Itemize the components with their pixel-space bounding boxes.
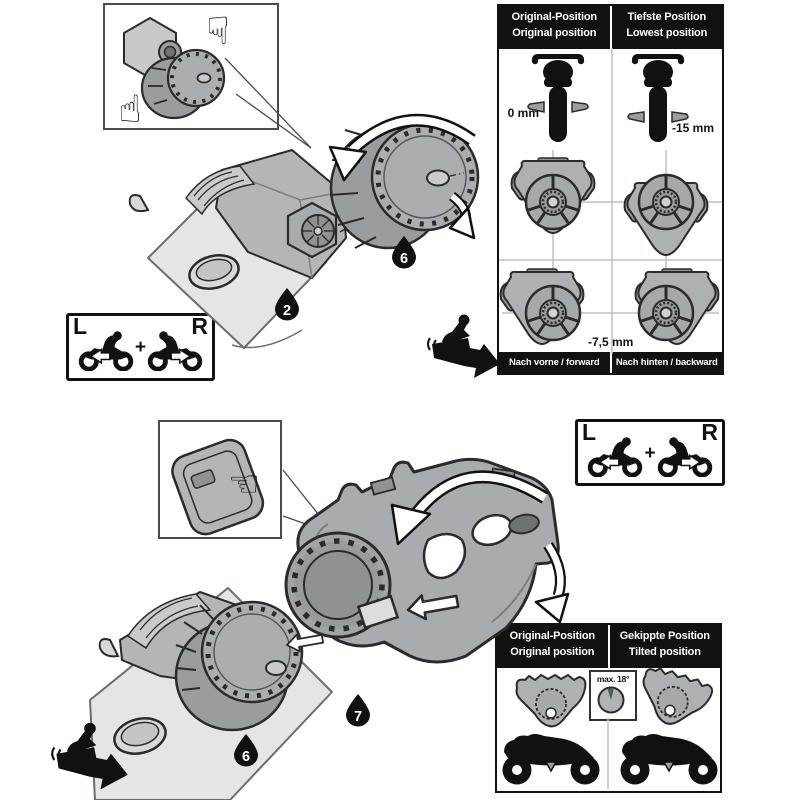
label-0mm: 0 mm <box>507 106 539 120</box>
part-badge-2: 2 <box>275 288 299 321</box>
svg-text:6: 6 <box>242 749 250 765</box>
plus-sign: + <box>134 337 147 358</box>
label-left-side: L <box>73 313 88 339</box>
label-right-side: R <box>191 313 208 339</box>
part-badge-6-bottom: 6 <box>234 734 258 767</box>
label-left-side: L <box>582 419 597 445</box>
height-table-body: 0 mm -15 mm -7,5 mm <box>499 49 722 352</box>
riding-position-arrow-icon <box>427 313 501 379</box>
footrest-arm-bottom-art <box>89 587 333 800</box>
height-position-table: Original-Position Original position Tief… <box>497 4 724 375</box>
left-right-box-tilt: L R + <box>575 419 725 486</box>
detail-inset-knob <box>103 3 279 130</box>
svg-text:7: 7 <box>354 709 362 725</box>
tilt-table-header: Original-Position Original position Geki… <box>497 625 720 668</box>
callout-lines-bottom <box>282 469 335 535</box>
plus-sign: + <box>644 442 656 464</box>
rotate-arrow-icon <box>328 113 476 240</box>
header-original-position: Original-Position Original position <box>499 6 612 49</box>
svg-text:6: 6 <box>400 251 408 267</box>
tilt-position-table: Original-Position Original position Geki… <box>495 623 722 793</box>
header-tilted-position: Gekippte Position Tilted position <box>619 630 710 658</box>
footer-backward: Nach hinten / backward <box>615 357 718 368</box>
label-minus-15mm: -15 mm <box>672 121 715 135</box>
part-badge-7: 7 <box>346 694 370 727</box>
height-table-header: Original-Position Original position Tief… <box>499 6 722 49</box>
detail-inset-footpeg <box>158 420 282 539</box>
tilt-table-body: max. 18° <box>497 668 720 790</box>
label-right-side: R <box>701 419 718 445</box>
rotate-arrow-bottom-icon <box>390 470 570 624</box>
height-table-footer: Nach vorne / forward Nach hinten / backw… <box>499 352 722 373</box>
adjuster-knob-art <box>329 122 480 250</box>
pull-off-arrow-small-icon <box>284 629 325 655</box>
max-angle-box: max. 18° <box>589 670 637 721</box>
pull-off-arrow-icon <box>404 588 461 624</box>
axis-line <box>339 179 429 233</box>
header-lowest-position: Tiefste Position Lowest position <box>626 11 708 39</box>
part-badge-6: 6 <box>392 236 416 269</box>
svg-text:2: 2 <box>283 303 291 319</box>
header-original-position: Original-Position Original position <box>497 625 610 668</box>
adjuster-knob-bottom-art <box>174 600 304 732</box>
footer-forward: Nach vorne / forward <box>499 352 612 373</box>
label-minus-7-5mm: -7,5 mm <box>588 335 634 349</box>
left-right-box-height: L R + <box>66 313 215 381</box>
label-max-18deg: max. 18° <box>596 674 630 684</box>
riding-position-arrow-icon <box>51 721 129 791</box>
